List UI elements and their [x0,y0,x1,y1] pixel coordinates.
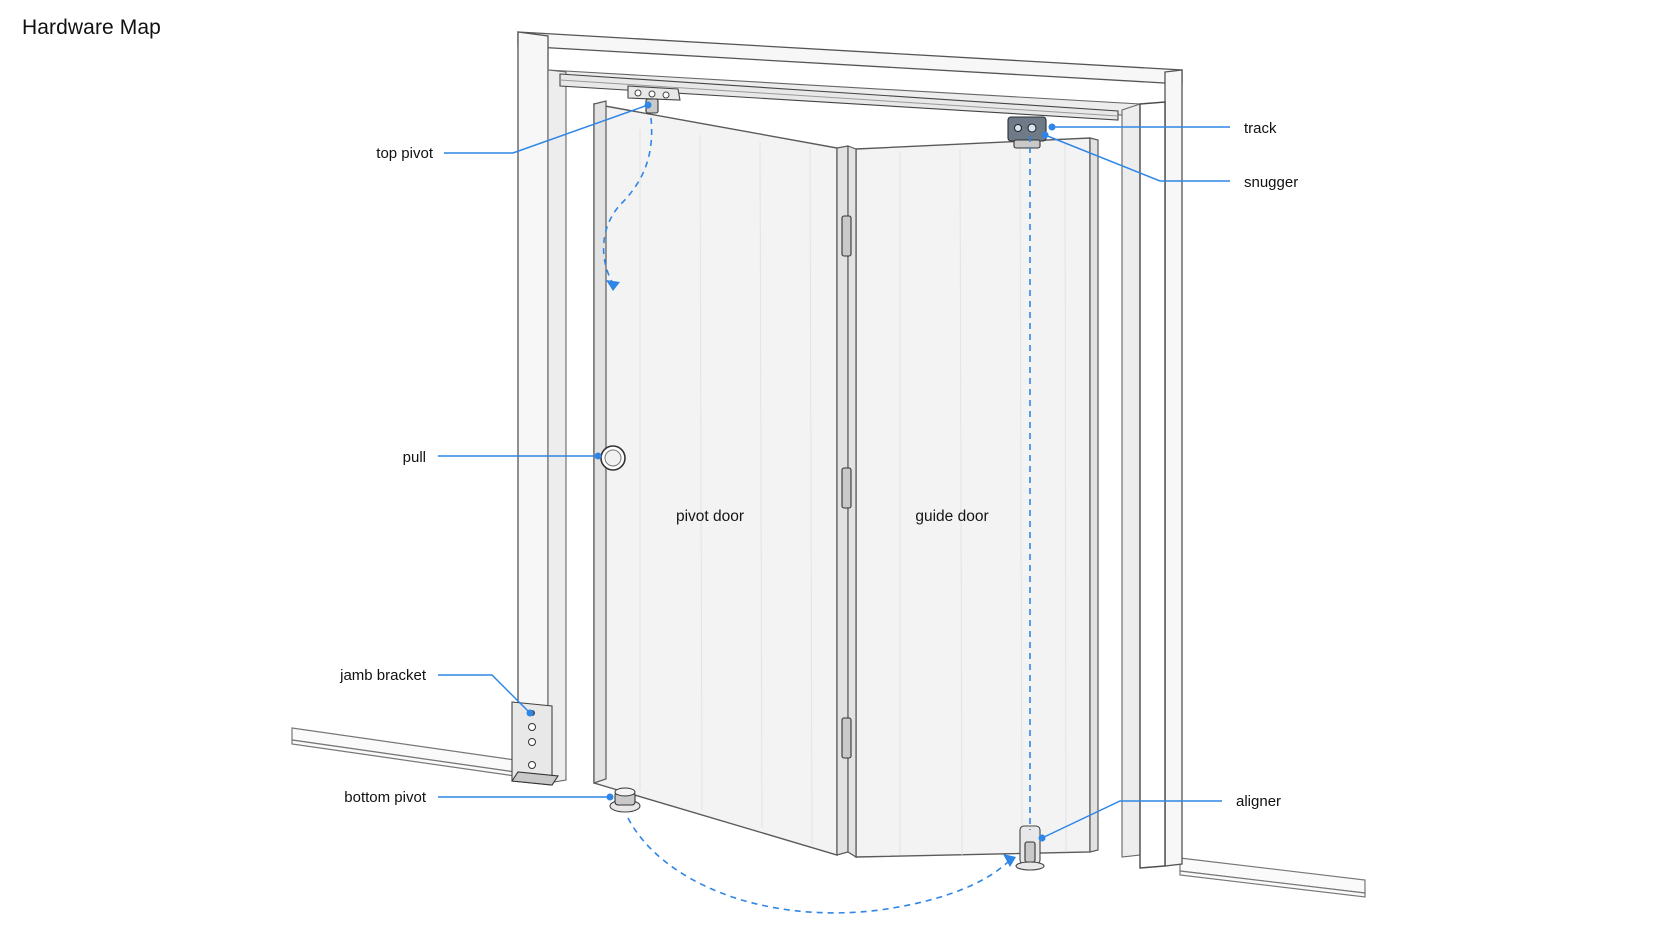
snugger-hardware [1008,117,1046,148]
label-pivot-door: pivot door [676,508,744,525]
label-guide-door: guide door [915,508,988,525]
jamb-bracket-hardware [512,702,558,785]
hinge-middle [842,468,851,508]
label-aligner: aligner [1236,793,1281,810]
label-bottom-pivot: bottom pivot [344,789,427,806]
hinge-bottom [842,718,851,758]
label-pull: pull [403,449,426,466]
aligner-hardware [1016,826,1044,870]
bottom-swing-arrowhead [1003,854,1016,867]
guide-door-leaf [848,138,1098,857]
label-track: track [1244,120,1277,137]
door-pull [601,446,625,470]
hinge-top [842,216,851,256]
label-jamb-bracket: jamb bracket [339,667,427,684]
pivot-door-leaf [594,101,848,855]
label-snugger: snugger [1244,174,1298,191]
label-top-pivot: top pivot [376,145,434,162]
